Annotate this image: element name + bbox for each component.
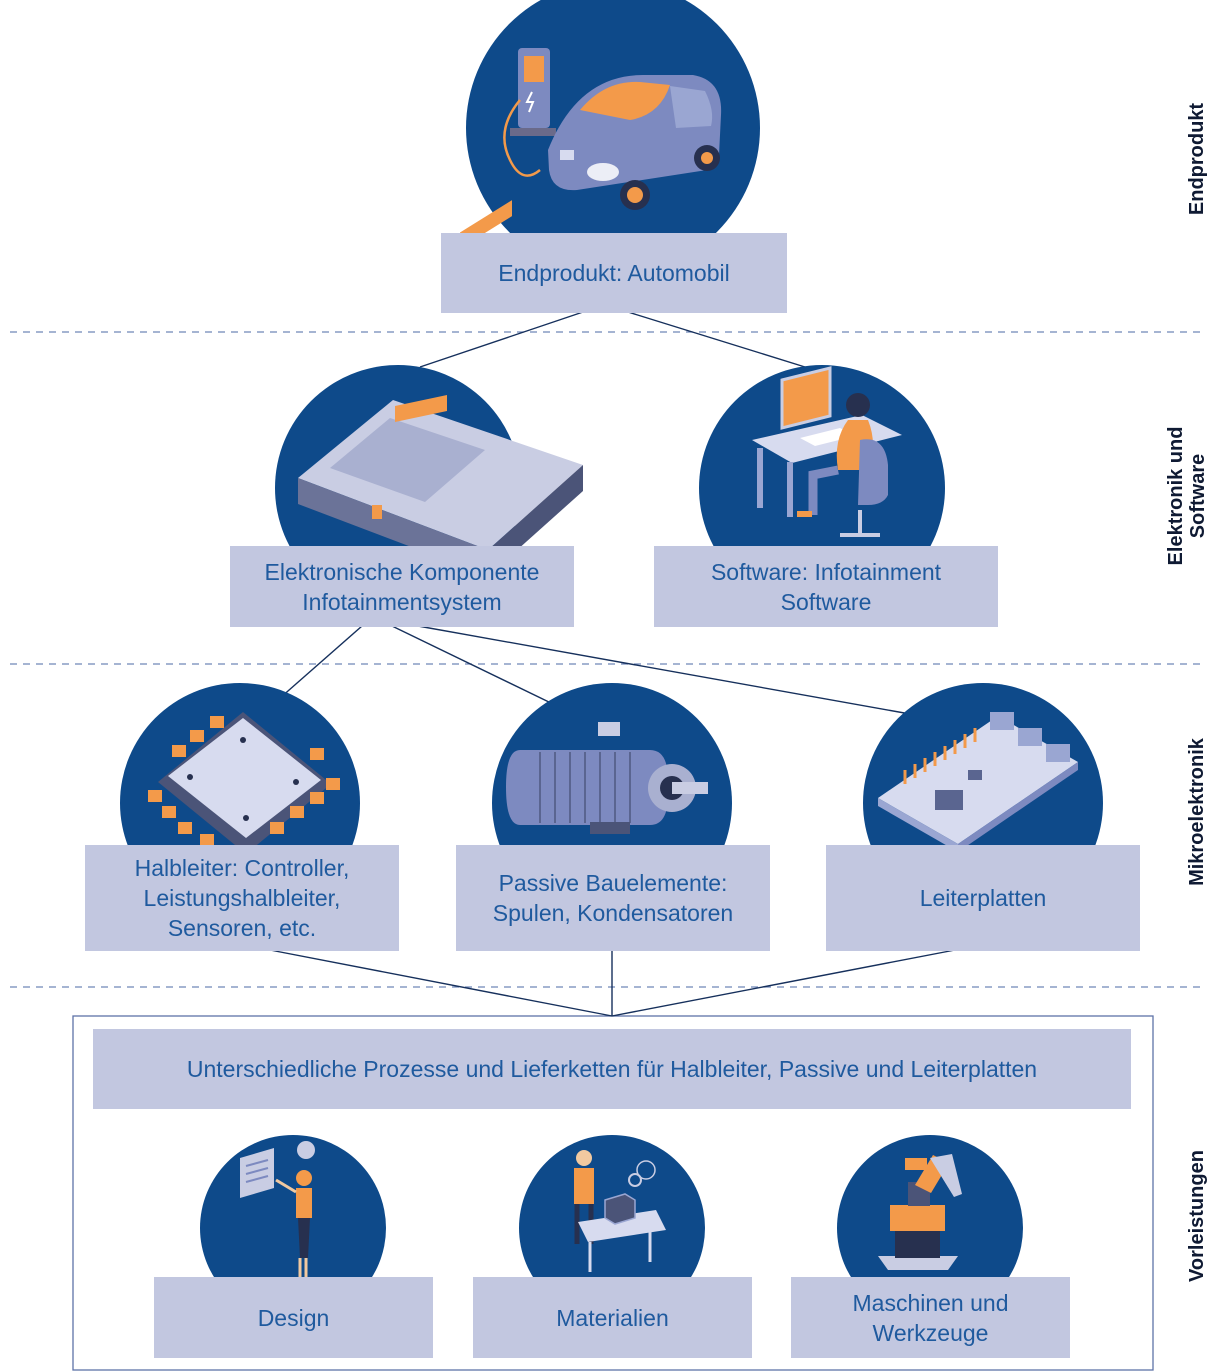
developer-workstation-icon	[752, 366, 902, 537]
connectors	[269, 311, 956, 1017]
label-design: Design	[154, 1277, 433, 1358]
connector-komponente-passive	[391, 625, 554, 705]
label-automobil: Endprodukt: Automobil	[441, 233, 787, 313]
connector-komponente-halbleiter	[279, 625, 363, 699]
label-maschinen: Maschinen und Werkzeuge	[791, 1277, 1070, 1358]
layer-label-mikro: Mikroelektronik	[1186, 738, 1208, 886]
connector-halbleiter-prozesse	[269, 949, 613, 1017]
layer-label-vorleistungen: Vorleistungen	[1186, 1150, 1208, 1282]
robot-arm-icon	[878, 1154, 962, 1270]
connector-auto-software	[627, 311, 806, 368]
designer-person-icon	[240, 1141, 315, 1278]
electric-motor-icon	[506, 722, 708, 834]
electric-car-charging-icon	[503, 48, 722, 210]
materials-lab-icon	[574, 1150, 666, 1272]
connector-komponente-leiterplatten	[417, 625, 911, 715]
label-halbleiter: Halbleiter: Controller, Leistungshalblei…	[85, 845, 399, 951]
layer-separators	[10, 331, 1205, 988]
connector-auto-komponente	[419, 311, 584, 368]
label-leiterplatten: Leiterplatten	[826, 845, 1140, 951]
label-passive: Passive Bauelemente: Spulen, Kondensator…	[456, 845, 770, 951]
layer-label-elektronik: Elektronik und Software	[1165, 426, 1209, 566]
layer-label-endprodukt: Endprodukt	[1186, 102, 1208, 216]
label-komponente: Elektronische Komponente Infotainmentsys…	[230, 546, 574, 627]
label-software: Software: Infotainment Software	[654, 546, 998, 627]
circuit-board-icon	[878, 712, 1078, 852]
connector-leiterplatten-prozesse	[611, 949, 956, 1017]
label-materialien: Materialien	[473, 1277, 752, 1358]
microchip-icon	[148, 712, 340, 854]
label-prozesse: Unterschiedliche Prozesse und Lieferkett…	[93, 1029, 1131, 1109]
